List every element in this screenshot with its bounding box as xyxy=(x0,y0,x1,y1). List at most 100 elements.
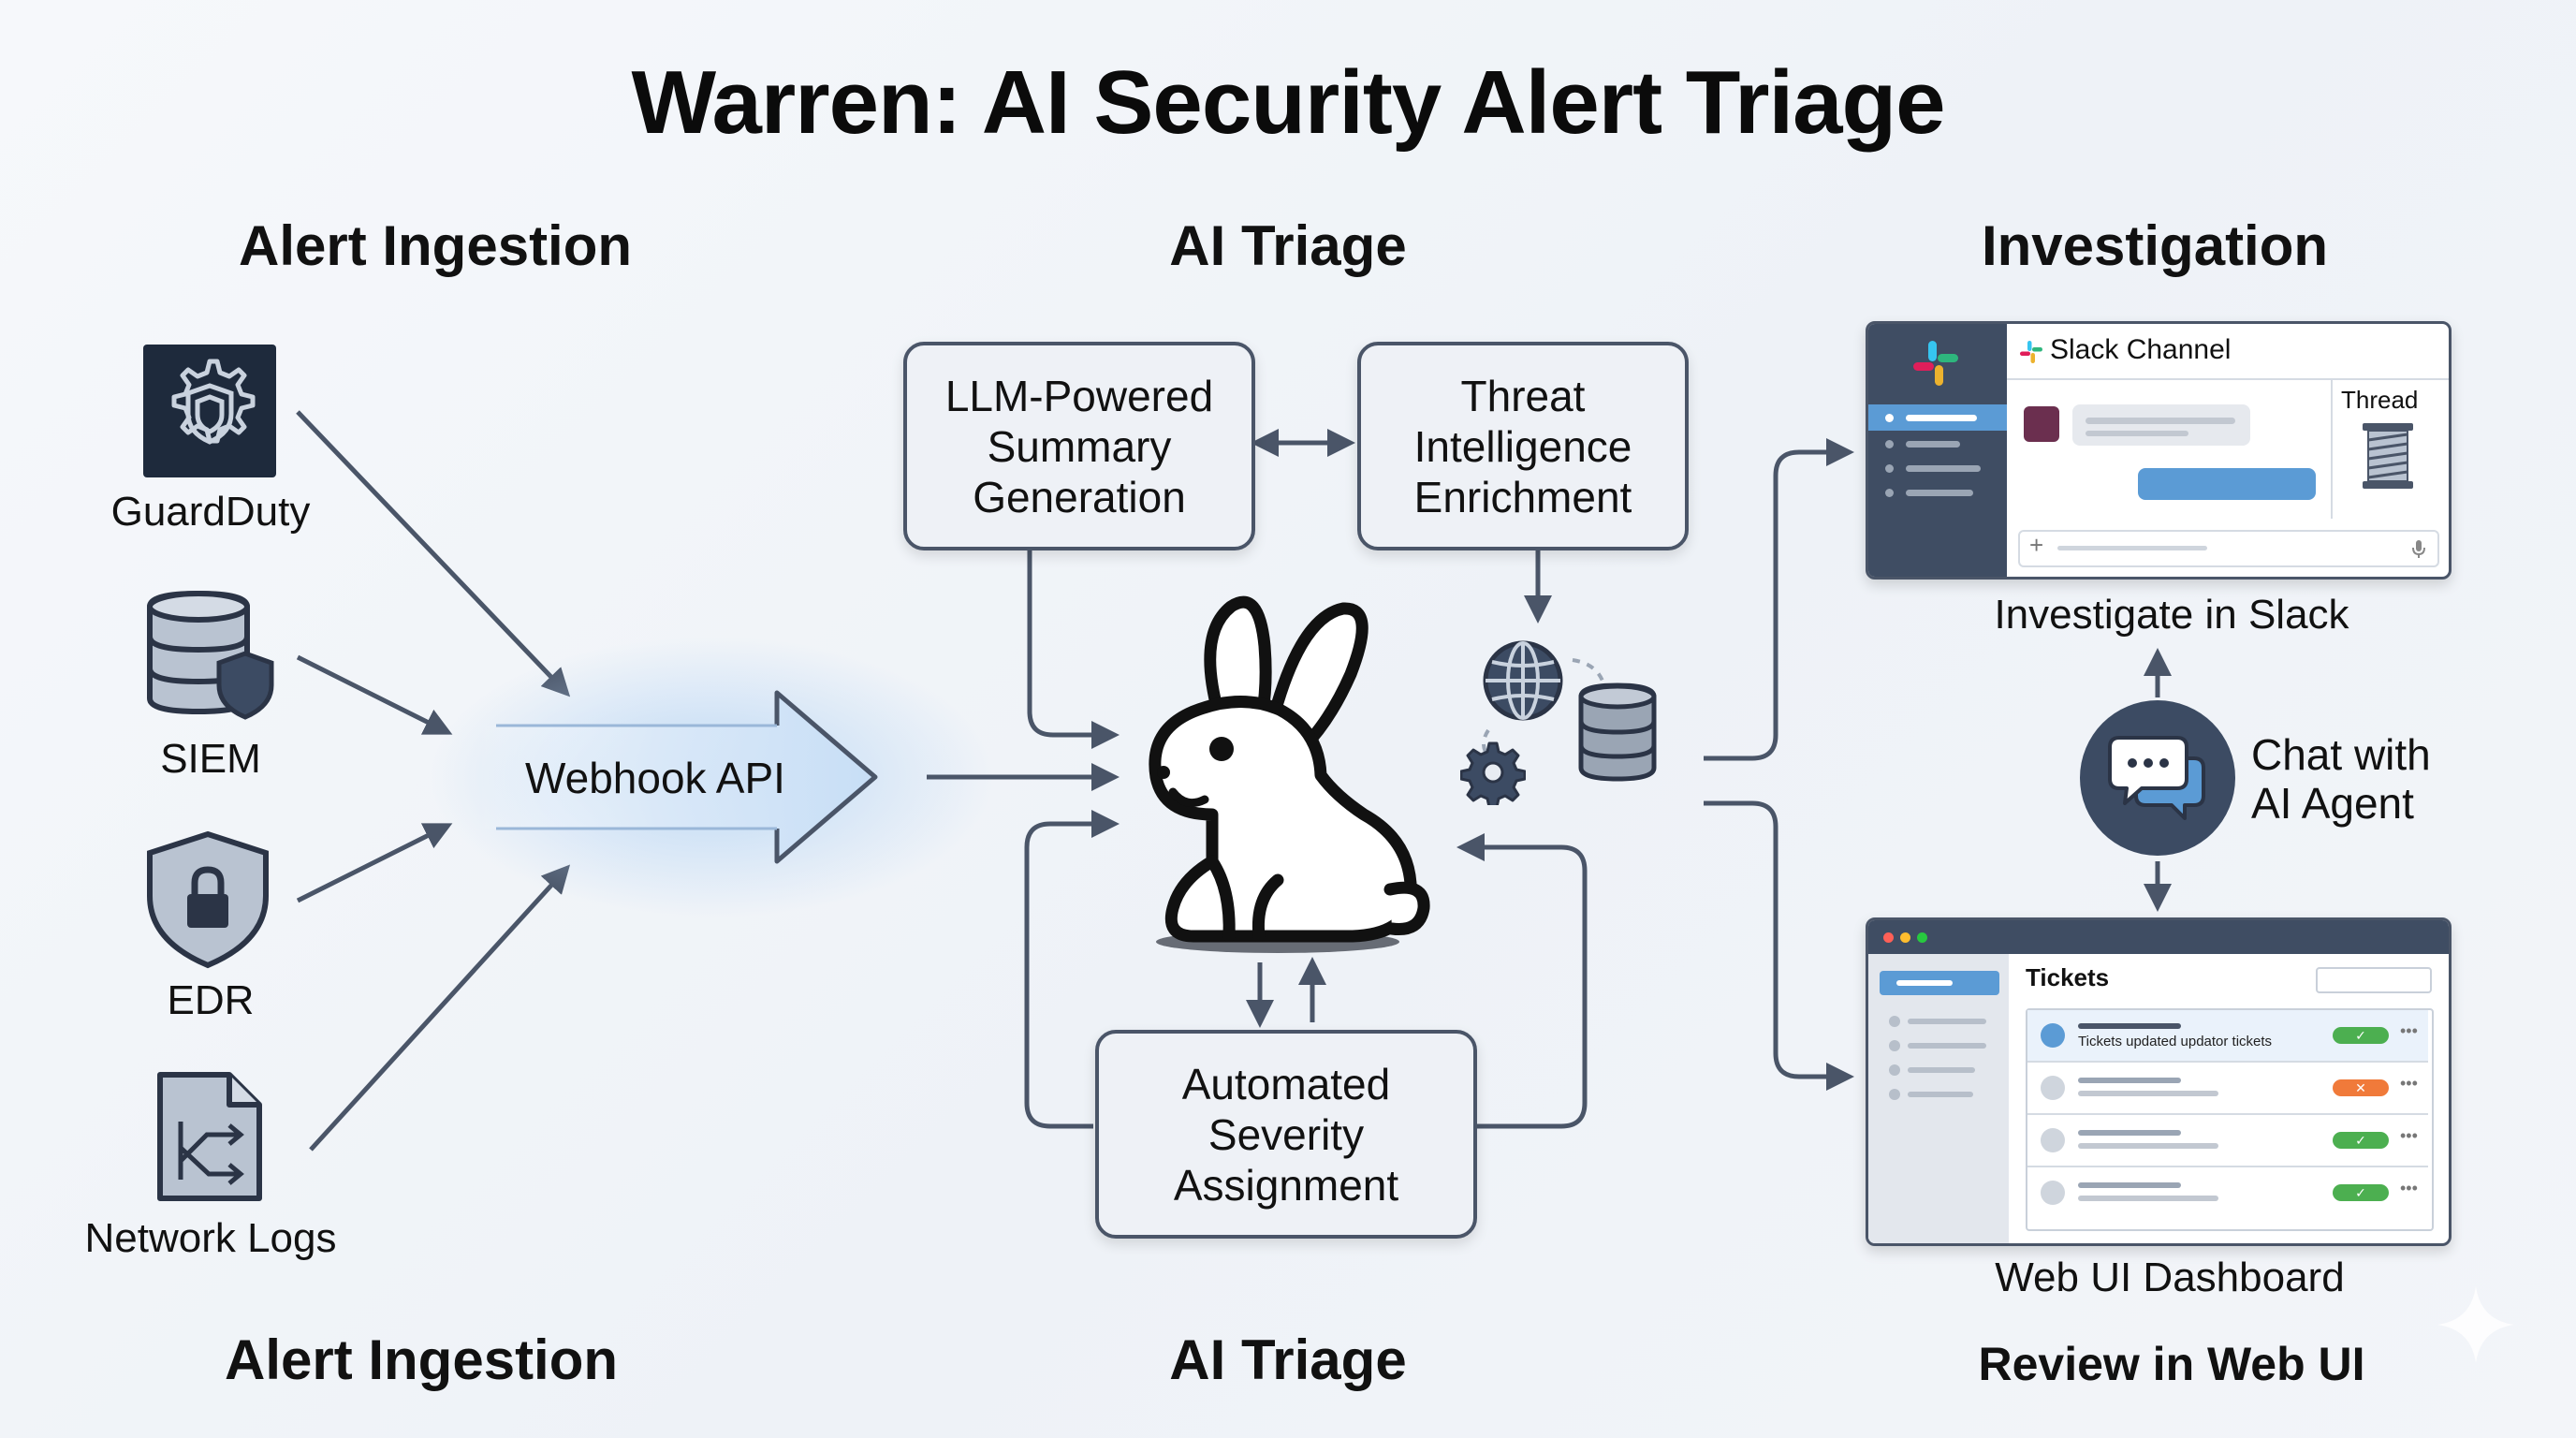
source-label-network-logs: Network Logs xyxy=(84,1215,337,1261)
slack-sidebar-dot xyxy=(1885,489,1894,497)
ticket-more-icon[interactable]: ••• xyxy=(2400,1179,2418,1197)
section-triage-bottom: AI Triage xyxy=(1169,1328,1407,1391)
ticket-more-icon[interactable]: ••• xyxy=(2400,1126,2418,1145)
arrow-triage-webui xyxy=(1704,800,1854,1091)
severity-line-1: Automated xyxy=(1181,1059,1391,1108)
slack-channel-title: Slack Channel xyxy=(2050,334,2232,365)
webui-sidebar-line[interactable] xyxy=(1908,1019,1986,1024)
webhook-arrow-head xyxy=(774,690,878,864)
ticket-row-line xyxy=(2078,1078,2181,1083)
ticket-row[interactable]: ✕ ••• xyxy=(2027,1063,2428,1115)
minimize-window-icon[interactable] xyxy=(1900,932,1910,943)
slack-sidebar-dot xyxy=(1885,464,1894,473)
intel-arc-2 xyxy=(1482,728,1490,758)
chat-line-2: AI Agent xyxy=(2251,779,2414,828)
thread-spool-icon[interactable] xyxy=(2359,421,2417,491)
ticket-row-line xyxy=(2078,1130,2181,1136)
ticket-row-line xyxy=(2078,1143,2218,1149)
microphone-icon[interactable] xyxy=(2411,538,2426,559)
section-investigation-bottom: Review in Web UI xyxy=(1978,1338,2365,1390)
chat-agent-icon[interactable] xyxy=(2080,700,2235,856)
section-triage-top: AI Triage xyxy=(1169,214,1407,277)
section-ingestion-top: Alert Ingestion xyxy=(238,214,633,277)
webui-sidebar-line[interactable] xyxy=(1908,1067,1975,1073)
slack-sidebar-dot xyxy=(1885,440,1894,448)
slack-compose-plus-icon[interactable]: + xyxy=(2029,531,2044,559)
slack-avatar xyxy=(2024,406,2059,442)
ticket-more-icon[interactable]: ••• xyxy=(2400,1074,2418,1093)
ticket-status-ok-badge: ✓ xyxy=(2333,1132,2389,1149)
guardduty-icon xyxy=(143,345,276,477)
section-ingestion-bottom: Alert Ingestion xyxy=(224,1328,619,1391)
summary-line-2: Summary xyxy=(987,421,1172,471)
webui-sidebar-line[interactable] xyxy=(1908,1092,1973,1097)
page-title: Warren: AI Security Alert Triage xyxy=(631,52,1945,153)
webui-sidebar-line[interactable] xyxy=(1908,1043,1986,1049)
ticket-row-text: Tickets updated updator tickets xyxy=(2078,1034,2273,1049)
slack-sidebar-line[interactable] xyxy=(1906,465,1981,472)
slack-channel-header: Slack Channel xyxy=(2007,324,2449,380)
arrow-triage-slack xyxy=(1704,438,1854,761)
ticket-row[interactable]: Tickets updated updator tickets ✓ ••• xyxy=(2027,1010,2428,1063)
network-logs-icon xyxy=(154,1069,267,1205)
threat-line-1: Threat xyxy=(1460,371,1586,420)
severity-line-3: Assignment xyxy=(1173,1160,1399,1210)
severity-line-2: Severity xyxy=(1208,1109,1365,1159)
ticket-status-rejected-badge: ✕ xyxy=(2333,1079,2389,1096)
slack-logo-icon xyxy=(1913,341,1958,386)
edr-icon xyxy=(142,829,273,969)
webhook-api-label: Webhook API xyxy=(525,754,785,802)
slack-compose-line xyxy=(2057,546,2207,550)
slack-window: Slack Channel Thread + xyxy=(1866,321,2452,580)
gear-icon xyxy=(1459,740,1527,809)
webui-sidebar-line xyxy=(1896,980,1953,986)
ticket-row-line xyxy=(2078,1182,2181,1188)
slack-caption: Investigate in Slack xyxy=(1994,592,2349,638)
globe-icon xyxy=(1479,637,1568,726)
slack-thread-label: Thread xyxy=(2341,386,2419,414)
webui-sidebar-dot xyxy=(1889,1064,1900,1076)
slack-message-line xyxy=(2086,431,2188,436)
arrow-severity-rabbit-left xyxy=(1024,810,1120,1129)
webui-sidebar xyxy=(1868,954,2009,1243)
webui-window: Tickets Tickets updated updator tickets … xyxy=(1866,917,2452,1246)
chat-agent-label: Chat with AI Agent xyxy=(2251,730,2431,828)
ticket-row-line xyxy=(2078,1091,2218,1096)
arrow-edr-webhook xyxy=(296,823,453,903)
threat-intel-box: Threat Intelligence Enrichment xyxy=(1357,342,1689,550)
ticket-avatar xyxy=(2041,1128,2065,1152)
ticket-row[interactable]: ✓ ••• xyxy=(2027,1167,2428,1218)
tickets-search-input[interactable] xyxy=(2316,967,2432,993)
webui-caption: Web UI Dashboard xyxy=(1995,1255,2345,1300)
ticket-more-icon[interactable]: ••• xyxy=(2400,1021,2418,1040)
source-label-siem: SIEM xyxy=(160,736,261,782)
summary-line-3: Generation xyxy=(973,472,1186,521)
slack-sidebar xyxy=(1868,324,2007,577)
siem-icon xyxy=(140,588,281,728)
ticket-status-ok-badge: ✓ xyxy=(2333,1184,2389,1201)
threat-line-3: Enrichment xyxy=(1413,472,1632,521)
webui-sidebar-dot xyxy=(1889,1016,1900,1027)
slack-sidebar-line[interactable] xyxy=(1906,441,1960,448)
close-window-icon[interactable] xyxy=(1883,932,1894,943)
maximize-window-icon[interactable] xyxy=(1917,932,1927,943)
slack-sidebar-line[interactable] xyxy=(1906,490,1973,496)
source-label-guardduty: GuardDuty xyxy=(110,489,311,535)
slack-compose-input[interactable]: + xyxy=(2018,530,2439,567)
ticket-avatar xyxy=(2041,1181,2065,1205)
database-icon xyxy=(1575,682,1660,785)
section-investigation-top: Investigation xyxy=(1981,214,2329,277)
slack-reply-bubble xyxy=(2138,468,2316,500)
ticket-row[interactable]: ✓ ••• xyxy=(2027,1115,2428,1167)
slack-message-bubble xyxy=(2072,404,2250,446)
tickets-table xyxy=(2026,1008,2434,1231)
webui-sidebar-dot xyxy=(1889,1040,1900,1051)
tickets-panel-title: Tickets xyxy=(2026,963,2110,991)
arrow-netlogs-webhook xyxy=(309,864,571,1152)
source-label-edr: EDR xyxy=(167,977,255,1023)
ticket-avatar xyxy=(2041,1023,2065,1048)
slack-sidebar-line xyxy=(1906,415,1977,421)
chat-line-1: Chat with xyxy=(2251,730,2431,779)
slack-message-line xyxy=(2086,418,2235,424)
